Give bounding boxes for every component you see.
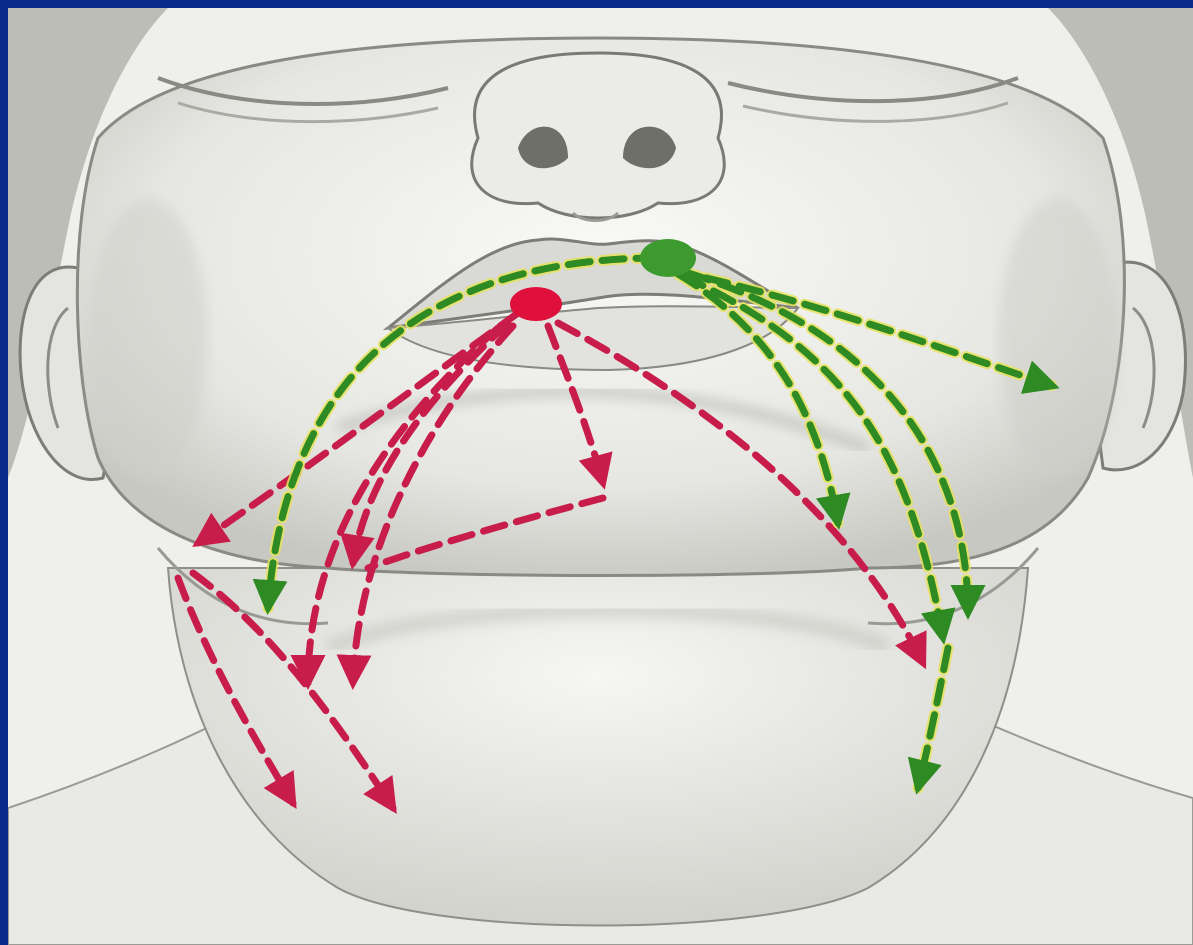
left-cheek-shadow — [88, 198, 208, 478]
green-source-node — [640, 239, 696, 277]
red-source-node — [510, 287, 562, 321]
face-lymph-drainage-illustration — [8, 8, 1193, 945]
right-cheek-shadow — [998, 198, 1118, 478]
nose — [472, 53, 725, 218]
